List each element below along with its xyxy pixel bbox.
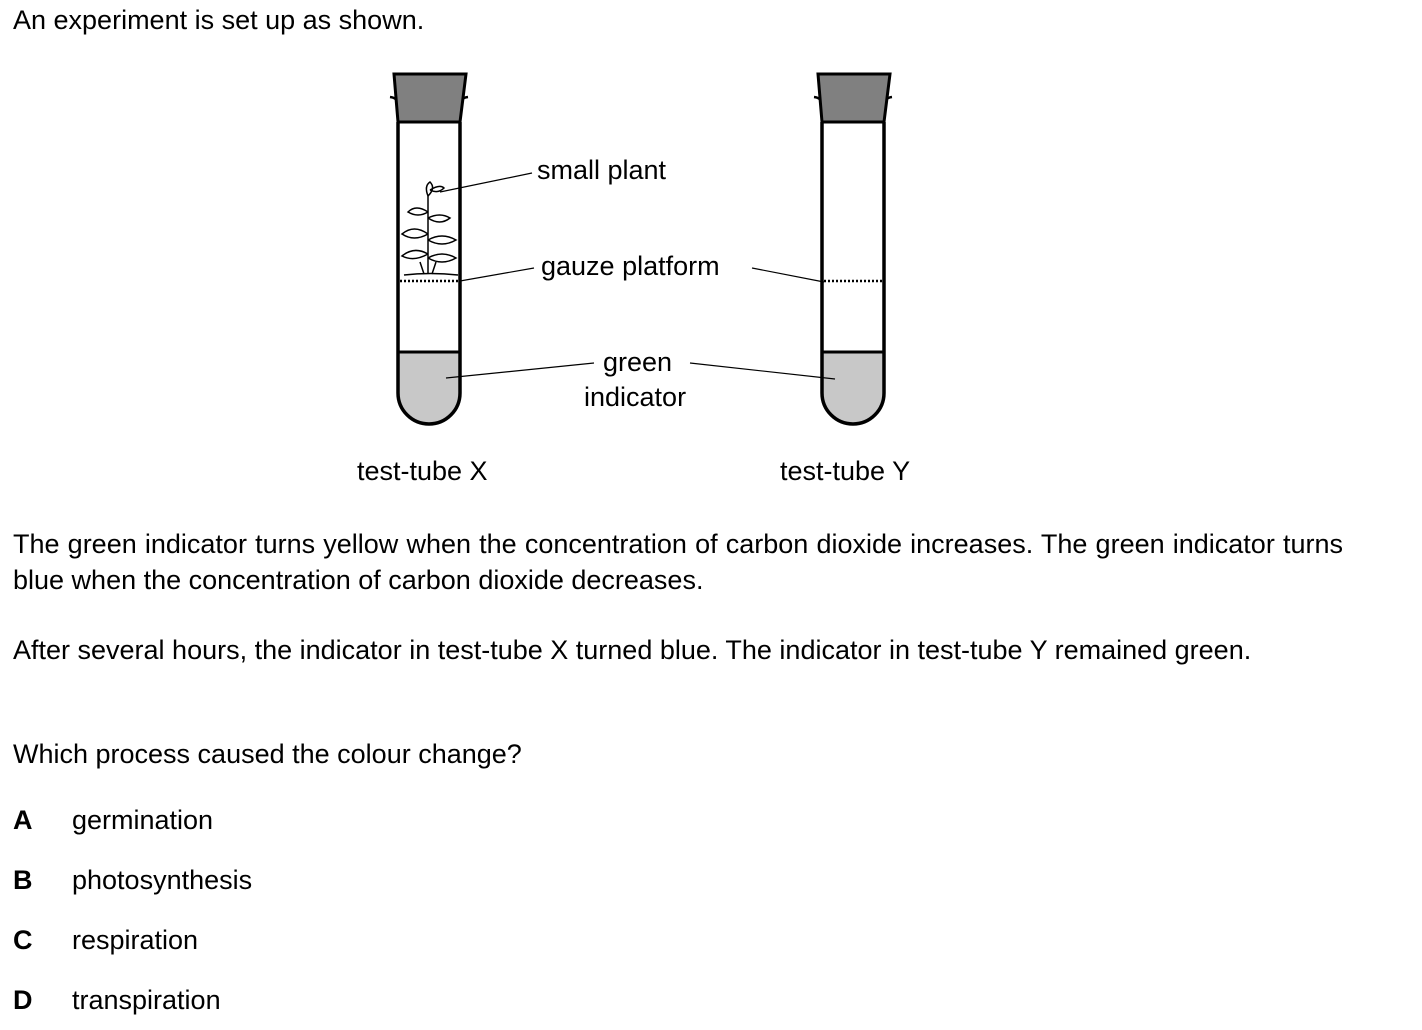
label-small-plant: small plant [537,155,667,185]
option-text: transpiration [72,985,221,1015]
leader-lines [439,172,836,380]
paragraph-observation: After several hours, the indicator in te… [13,635,1252,665]
label-indicator: indicator [584,382,687,412]
experiment-diagram [389,72,893,426]
leader-small-plant [439,172,533,193]
tube-outline-x [396,122,462,426]
label-gauze-platform: gauze platform [541,251,720,281]
option-text: respiration [72,925,199,955]
stopper-x [392,72,468,124]
indicator-liquid-y [822,352,884,424]
tube-outline-y [820,122,886,426]
question-text: Which process caused the colour change? [13,739,522,769]
caption-test-tube-x: test-tube X [357,456,488,486]
option-letter: A [13,805,33,835]
option-letter: B [13,865,33,895]
indicator-liquid-x [398,352,460,424]
small-plant [400,181,459,276]
caption-test-tube-y: test-tube Y [780,456,911,486]
option-letter: C [13,925,33,955]
option-text: germination [72,805,214,835]
test-tube-y [813,72,893,426]
intro-text: An experiment is set up as shown. [13,5,425,35]
label-green: green [603,347,673,377]
option-text: photosynthesis [72,865,253,895]
leader-indicator-y [689,362,836,380]
test-tube-x [389,72,469,426]
leader-gauze-y [751,267,825,283]
option-letter: D [13,985,33,1015]
leader-gauze-x [459,267,535,282]
stopper-y [816,72,892,124]
paragraph-indicator-info: The green indicator turns yellow when th… [13,529,1343,595]
leader-indicator-x [445,362,595,379]
